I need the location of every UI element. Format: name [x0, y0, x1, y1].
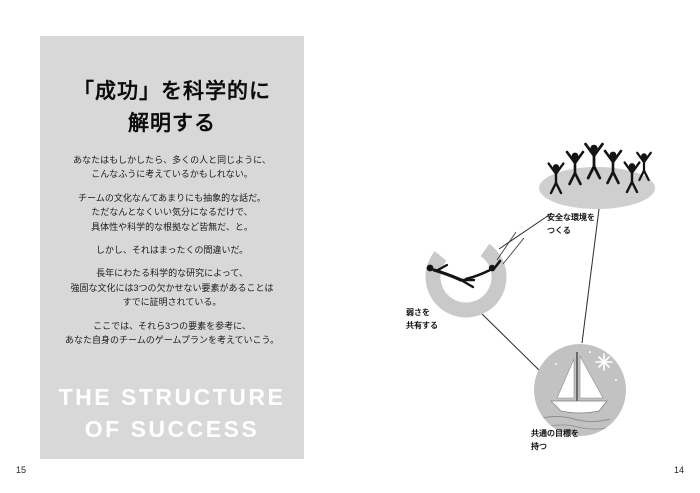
left-page-panel: 「成功」を科学的に 解明する あなたはもしかしたら、多くの人と同じように、 こん… — [40, 36, 304, 459]
paragraph: あなたはもしかしたら、多くの人と同じように、 こんなふうに考えているかもしれない… — [73, 155, 271, 180]
label-share-weakness: 弱さを 共有する — [406, 308, 438, 330]
paragraph: しかし、それはまったくの間違いだ。 — [95, 244, 249, 255]
label-common-goal: 共通の目標を 持つ — [531, 429, 579, 451]
paragraph: 長年にわたる科学的な研究によって、 強固な文化には3つの欠かせない要素があること… — [70, 268, 274, 308]
sailboat-goal-icon — [534, 344, 626, 436]
page-number-right: 14 — [673, 465, 684, 475]
page-title: 「成功」を科学的に 解明する — [73, 80, 271, 135]
label-safe-environment: 安全な環境を つくる — [547, 213, 595, 235]
safe-environment-icon — [539, 142, 655, 209]
paragraph: ここでは、それら3つの要素を参考に、 あなた自身のチームのゲームプランを考えてい… — [65, 320, 279, 345]
paragraph: チームの文化なんてあまりにも抽象的な話だ。 ただなんとなくいい気分になるだけで、… — [78, 192, 266, 232]
chapter-english-title: THE STRUCTURE OF SUCCESS — [58, 383, 286, 442]
page-number-left: 15 — [16, 465, 27, 475]
body-text-block: あなたはもしかしたら、多くの人と同じように、 こんなふうに考えているかもしれない… — [40, 153, 304, 347]
star-icon — [595, 353, 613, 371]
